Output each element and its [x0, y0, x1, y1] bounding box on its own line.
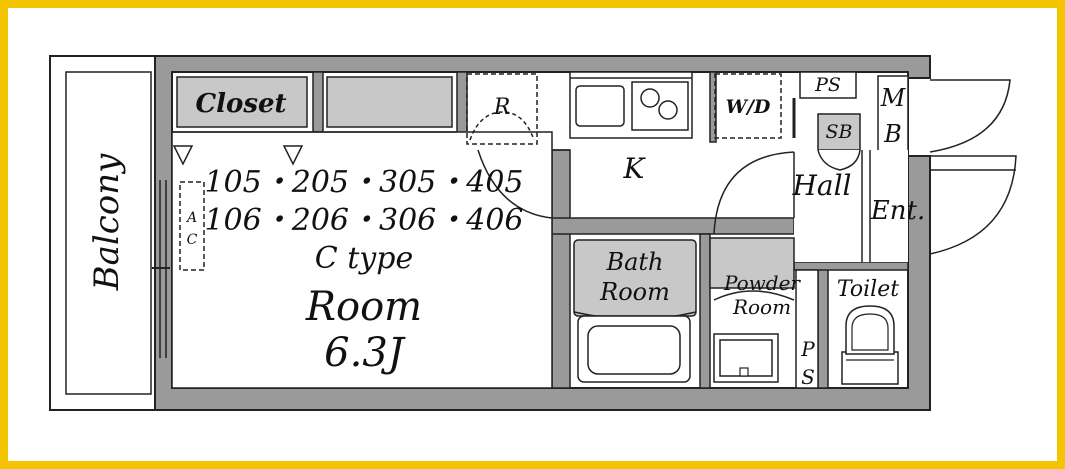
kitchen-sink	[575, 85, 625, 127]
powder-label-line2: Room	[732, 295, 791, 319]
air-conditioner	[179, 181, 205, 271]
bathtub-inner	[587, 325, 681, 375]
washer-dryer-space	[714, 73, 782, 139]
closet-label: Closet	[195, 89, 286, 119]
pipe-space-top-label: PS	[814, 74, 841, 96]
unit-numbers-row1: 105・205・305・405	[204, 165, 523, 200]
refrigerator-label: R	[493, 95, 511, 120]
interior-walls	[312, 71, 909, 389]
entrance-door-arc	[929, 155, 1017, 255]
hall-door-arc	[713, 151, 795, 235]
pipe-space-s-label: S	[801, 365, 815, 389]
meter-box-door-arc	[929, 79, 1011, 153]
pipe-space-top	[799, 71, 857, 99]
balcony-label: Balcony	[87, 153, 127, 292]
toilet-label: Toilet	[837, 277, 899, 302]
hall-floor	[794, 150, 908, 262]
closet-shelf-right	[326, 76, 453, 128]
kitchen-label: K	[623, 152, 647, 185]
powder-room-door-arc	[713, 290, 795, 301]
type-label: C type	[315, 241, 413, 276]
meter-box	[877, 75, 909, 153]
room-label: Room	[305, 284, 422, 330]
meter-box-b-label: B	[883, 120, 902, 148]
burner-left	[640, 88, 660, 108]
shoe-box-door-arc	[817, 149, 861, 171]
shoe-box-label: SB	[826, 121, 853, 143]
room-size-label: 6.3J	[324, 330, 406, 376]
closet-door-marks	[172, 145, 304, 166]
balcony-inner	[65, 71, 152, 395]
bath-label-line1: Bath	[605, 248, 663, 276]
toilet-tank	[841, 351, 899, 385]
powder-label-line1: Powder	[723, 271, 801, 295]
shoe-box	[817, 113, 861, 151]
burner-right	[658, 100, 678, 120]
closet-shelf-left	[176, 76, 308, 128]
pipe-space-p-label: P	[800, 337, 815, 361]
entrance-label: Ent.	[870, 196, 925, 226]
powder-room-area	[709, 237, 795, 289]
unit-numbers-row2: 106・206・306・406	[204, 203, 523, 238]
meter-box-m-label: M	[880, 84, 907, 112]
room-door-arc	[477, 149, 553, 219]
pipe-space-lower	[795, 269, 819, 389]
washer-dryer-label: W/D	[726, 96, 771, 118]
refrigerator-space	[466, 73, 538, 145]
toilet-seat	[851, 313, 889, 351]
air-conditioner-c-label: C	[187, 232, 198, 248]
air-conditioner-a-label: A	[185, 210, 197, 226]
refrigerator-door-arc	[469, 111, 535, 141]
drain	[739, 367, 749, 377]
bath-label-line2: Room	[599, 278, 670, 306]
hall-label: Hall	[791, 169, 851, 202]
